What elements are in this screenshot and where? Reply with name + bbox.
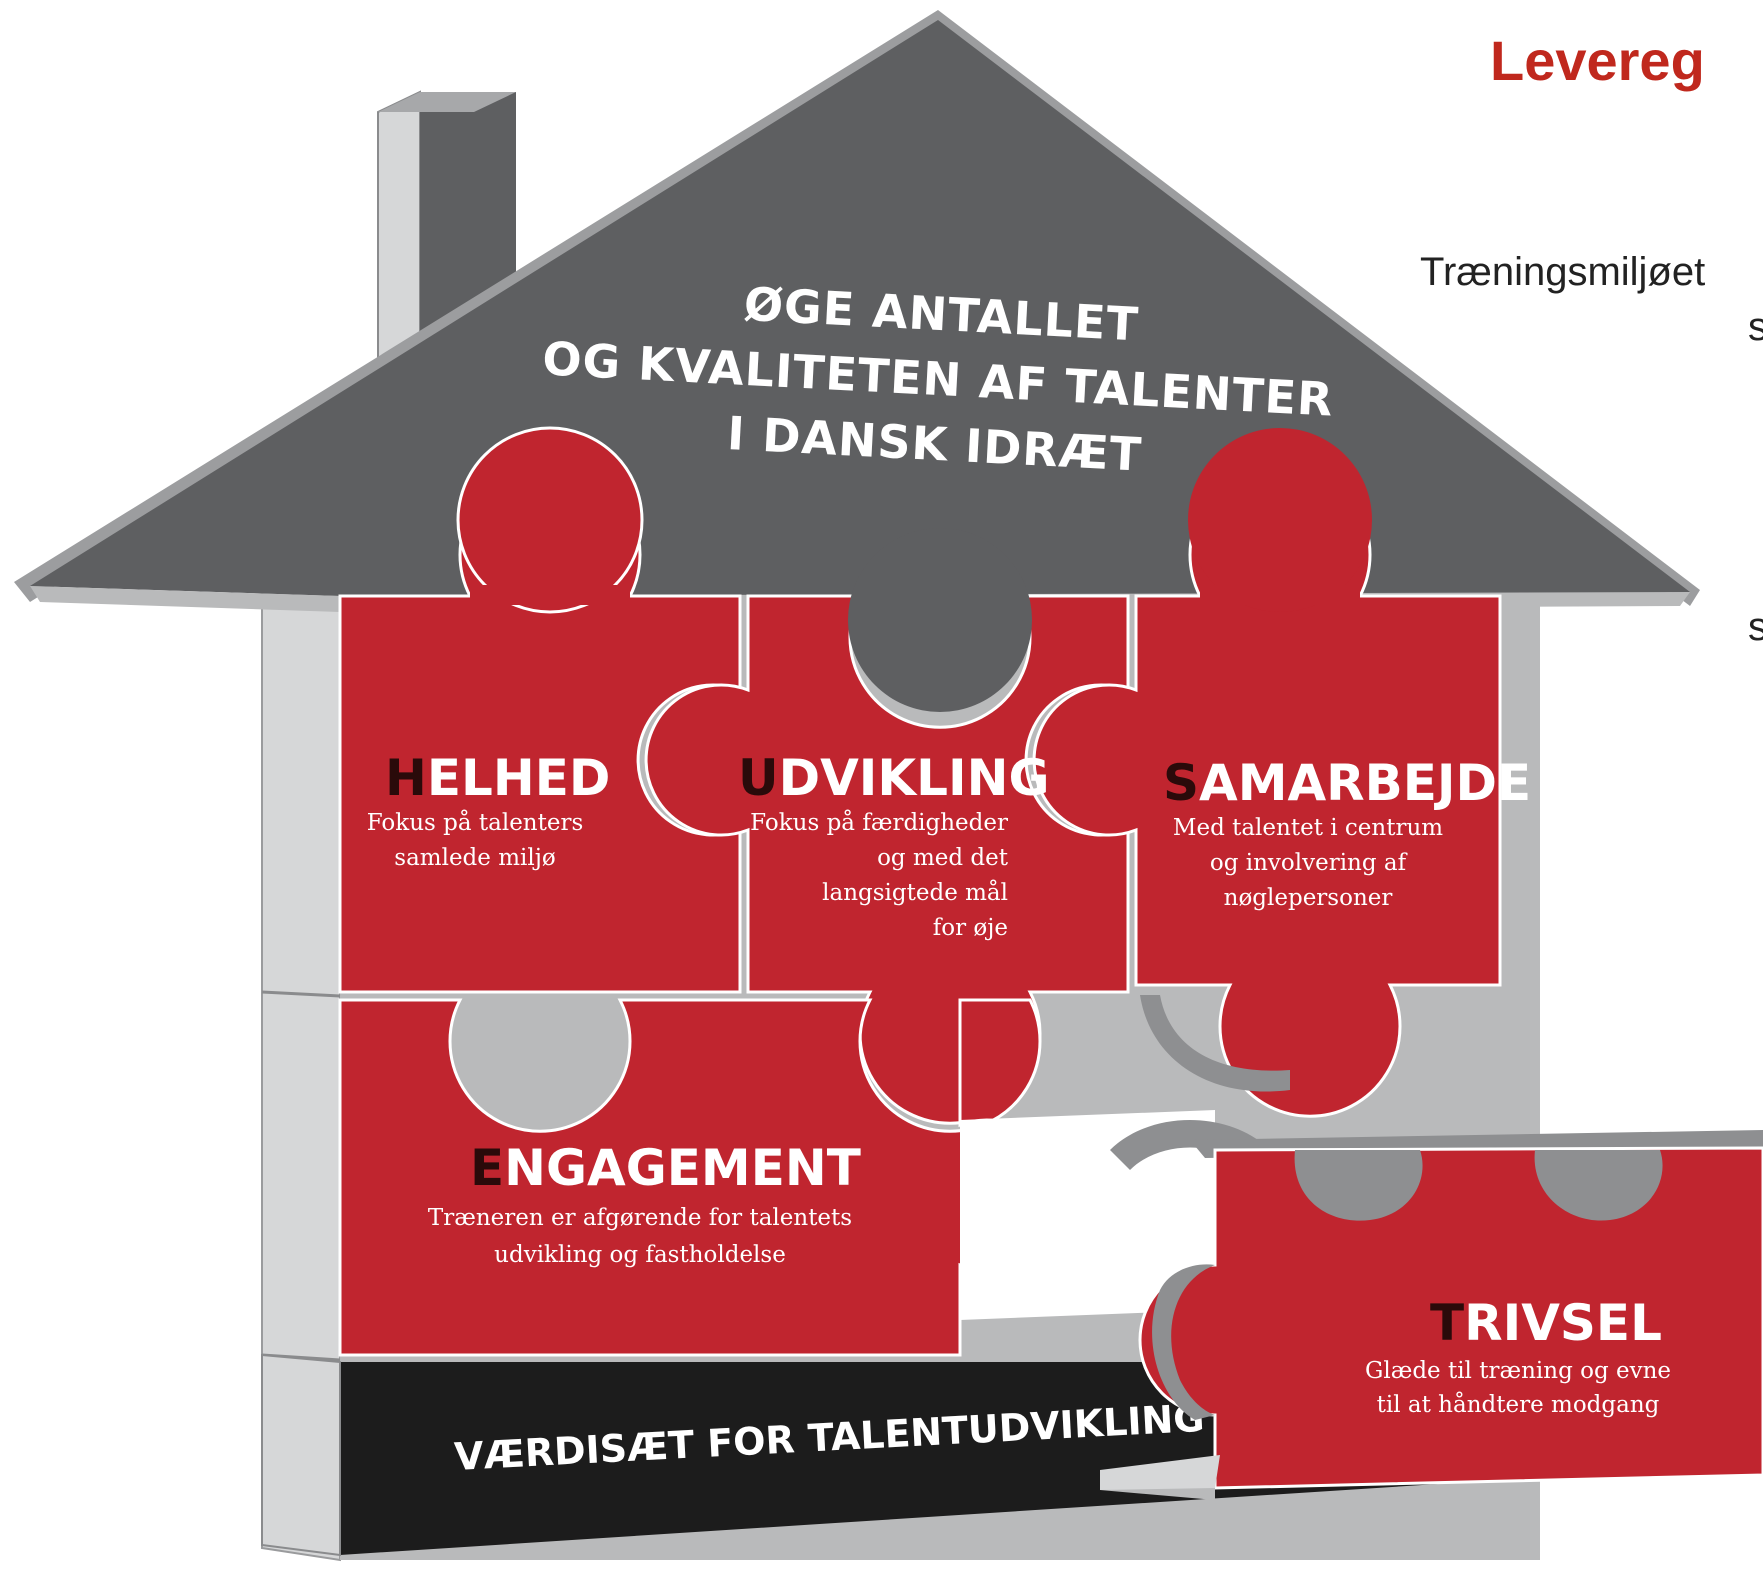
svg-text:ENGAGEMENT: ENGAGEMENT — [470, 1139, 861, 1197]
udvikling-desc-1: Fokus på færdigheder — [750, 809, 1008, 836]
engagement-desc-1: Træneren er afgørende for talentets — [428, 1205, 852, 1231]
missing-piece-gap — [960, 1110, 1270, 1320]
label-engagement: ENGAGEMENT Træneren er afgørende for tal… — [428, 1139, 861, 1268]
samarbejde-initial: S — [1163, 754, 1199, 812]
samarbejde-desc-3: nøglepersoner — [1224, 885, 1393, 911]
helhed-desc-1: Fokus på talenters — [367, 809, 584, 836]
puzzle-piece-trivsel — [1100, 1130, 1763, 1500]
puzzle-piece-udvikling — [644, 528, 1130, 1125]
engagement-rest: NGAGEMENT — [504, 1139, 861, 1197]
udvikling-desc-4: for øje — [933, 915, 1008, 941]
helhed-desc-2: samlede miljø — [394, 845, 555, 871]
page-heading: Levereg — [1490, 29, 1705, 92]
side-text-fragment: s — [1748, 305, 1763, 349]
samarbejde-desc-1: Med talentet i centrum — [1173, 815, 1443, 841]
svg-text:SAMARBEJDE: SAMARBEJDE — [1163, 754, 1531, 812]
udvikling-desc-3: langsigtede mål — [822, 879, 1008, 906]
samarbejde-desc-2: og involvering af — [1210, 850, 1408, 876]
svg-text:UDVIKLING: UDVIKLING — [738, 749, 1050, 807]
udvikling-initial: U — [738, 749, 779, 807]
engagement-desc-2: udvikling og fastholdelse — [494, 1242, 786, 1268]
trivsel-initial: T — [1430, 1294, 1464, 1352]
helhed-rest: ELHED — [427, 749, 611, 807]
label-trivsel: TRIVSEL Glæde til træning og evne til at… — [1365, 1294, 1671, 1418]
helhed-initial: H — [385, 749, 427, 807]
trivsel-rest: RIVSEL — [1464, 1294, 1662, 1352]
side-text-training: Træningsmiljøet — [1420, 250, 1706, 294]
samarbejde-rest: AMARBEJDE — [1199, 754, 1531, 812]
trivsel-desc-2: til at håndtere modgang — [1377, 1391, 1660, 1418]
udvikling-rest: DVIKLING — [779, 749, 1050, 807]
label-samarbejde: SAMARBEJDE Med talentet i centrum og inv… — [1163, 754, 1531, 911]
svg-text:TRIVSEL: TRIVSEL — [1430, 1294, 1662, 1352]
svg-text:HELHED: HELHED — [385, 749, 610, 807]
engagement-initial: E — [470, 1139, 504, 1197]
label-helhed: HELHED Fokus på talenters samlede miljø — [367, 749, 611, 871]
udvikling-desc-2: og med det — [877, 845, 1009, 871]
trivsel-desc-1: Glæde til træning og evne — [1365, 1358, 1671, 1384]
side-text-fragment-lower: s — [1748, 605, 1763, 649]
puzzle-piece-samarbejde — [1032, 428, 1502, 1118]
puzzle-piece-helhed — [338, 426, 742, 994]
label-udvikling: UDVIKLING Fokus på færdigheder og med de… — [738, 749, 1050, 941]
